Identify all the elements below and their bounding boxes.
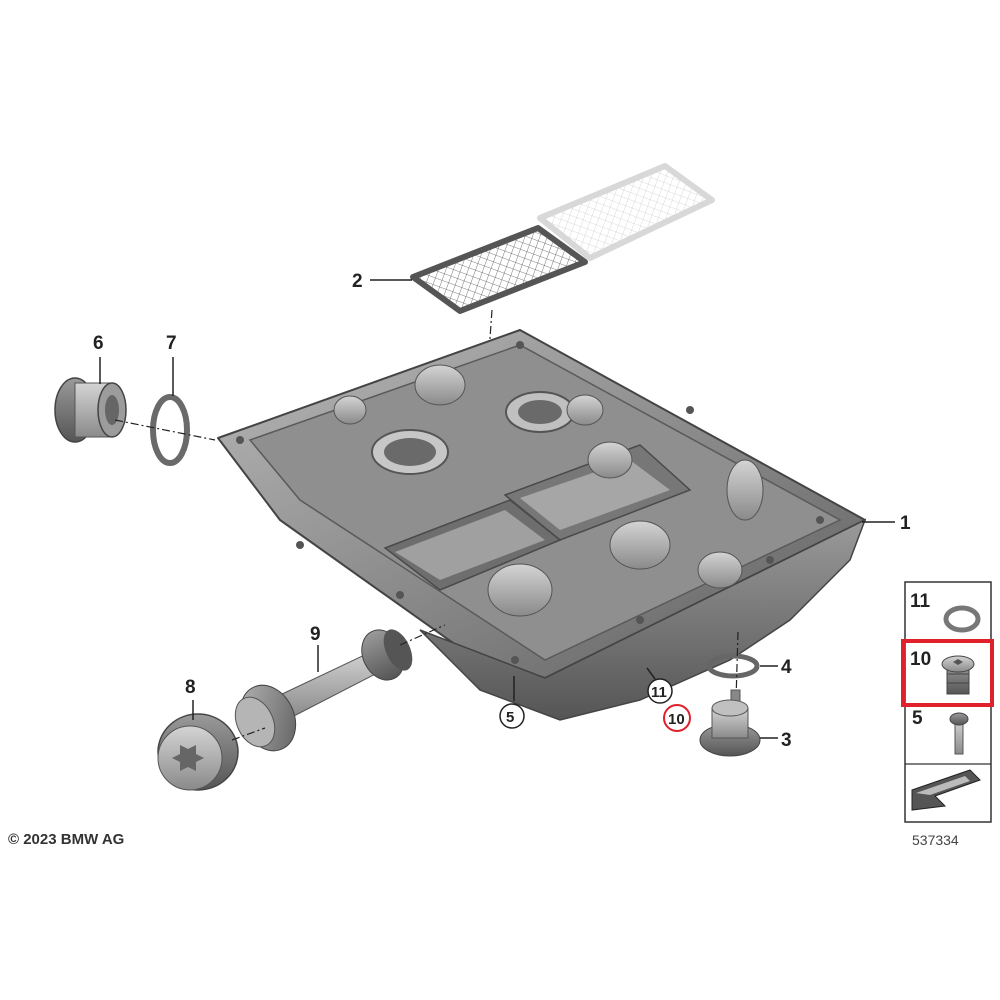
callout-5-circle: [499, 703, 525, 729]
callout-11: 11: [651, 684, 667, 701]
copyright-text: © 2023 BMW AG: [8, 831, 124, 848]
drain-plug-part-8: [157, 713, 239, 791]
seal-ring-part-7: [150, 394, 190, 466]
callout-5: 5: [506, 709, 514, 726]
leader-line-11: [646, 667, 656, 680]
callout-1: 1: [900, 513, 911, 534]
oil-pan-part: [217, 329, 867, 721]
legend-highlight-box: [901, 639, 994, 707]
assembly-line-6-7: [114, 419, 216, 441]
drain-valve-part-3: [699, 689, 761, 757]
callout-3: 3: [781, 730, 792, 751]
callout-9: 9: [310, 624, 321, 645]
bolt-icon: [949, 712, 969, 755]
callout-10: 10: [668, 711, 685, 728]
screw-plug-icon: [941, 655, 975, 695]
o-ring-part-4: [706, 653, 760, 679]
callout-6: 6: [93, 333, 104, 354]
legend-label-5: 5: [912, 708, 923, 729]
callout-8: 8: [185, 677, 196, 698]
legend-label-10: 10: [910, 649, 931, 670]
filter-screen-part: [410, 225, 588, 314]
parts-legend-panel: 11 10 5: [901, 581, 994, 823]
legend-label-11: 11: [910, 591, 931, 612]
front-direction-arrow-icon: [911, 769, 981, 811]
assembly-line-3-4: [735, 631, 739, 701]
callout-10-circle-highlight: [663, 704, 691, 732]
callout-7: 7: [166, 333, 177, 354]
callout-4: 4: [781, 657, 792, 678]
callout-2: 2: [352, 271, 363, 292]
filter-ghost: [537, 163, 715, 261]
pickup-tube-part-9: [234, 629, 413, 752]
callout-11-circle: [647, 678, 673, 704]
washer-icon: [943, 605, 981, 633]
assembly-line-8: [231, 727, 266, 741]
diagram-number: 537334: [912, 832, 959, 848]
plug-part-6: [54, 377, 127, 443]
